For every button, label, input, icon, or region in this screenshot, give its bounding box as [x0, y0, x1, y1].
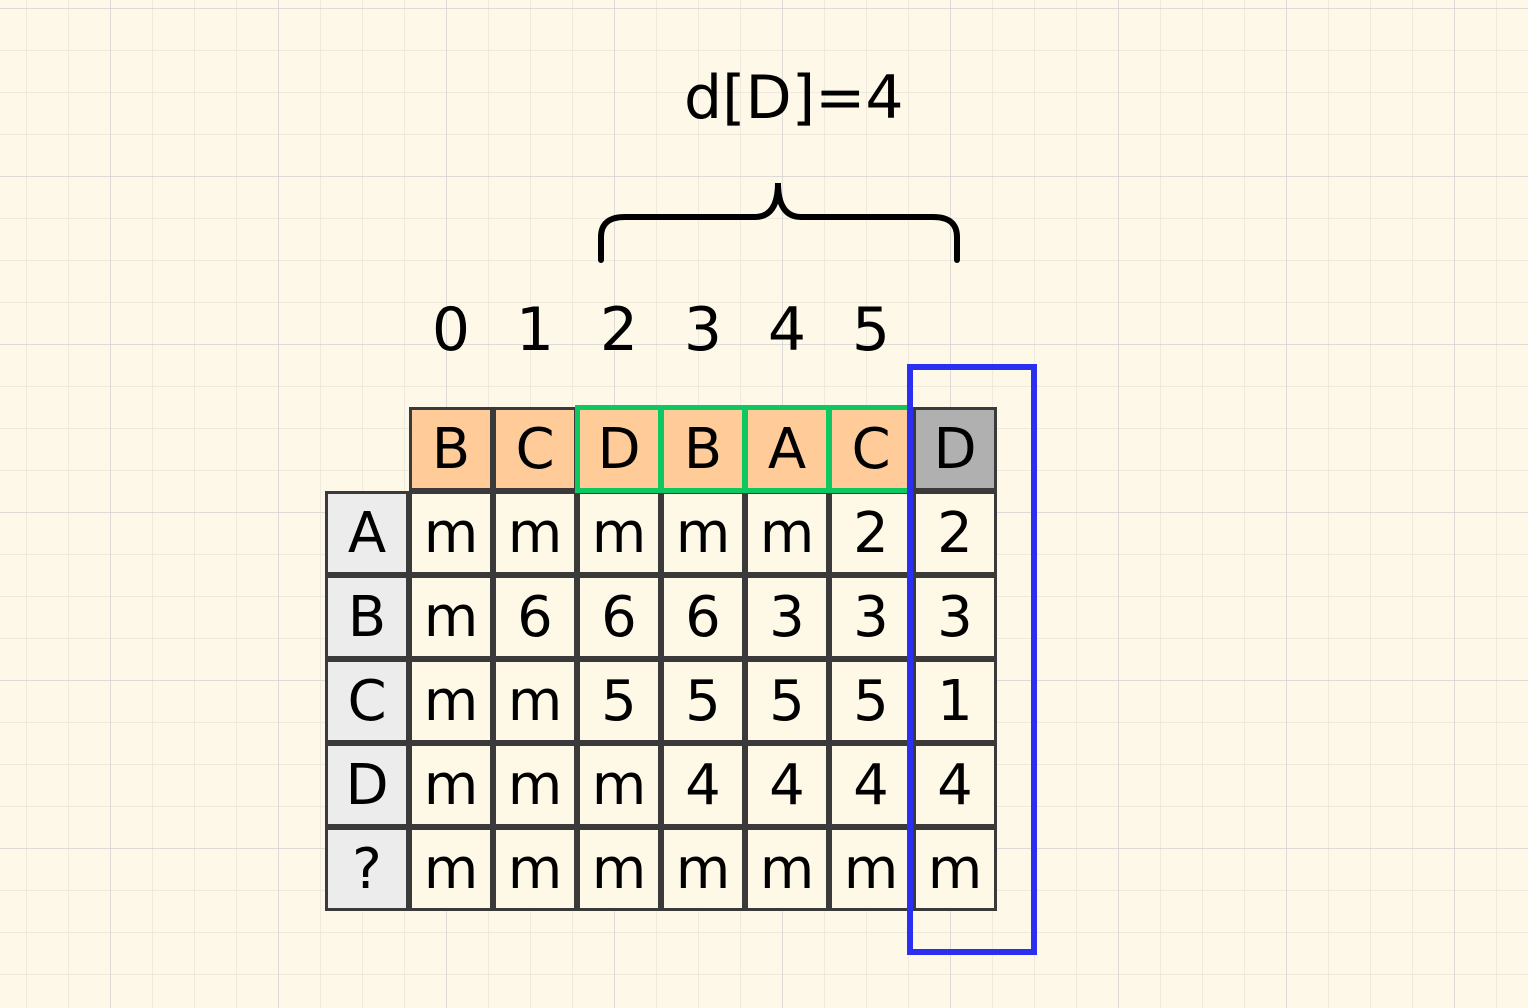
table-cell: m	[493, 659, 577, 743]
column-index: 4	[767, 295, 807, 365]
table-cell: 3	[913, 575, 997, 659]
table-cell: m	[913, 827, 997, 911]
table-cell: 5	[745, 659, 829, 743]
table-cell: m	[829, 827, 913, 911]
header-cell: B	[409, 407, 493, 491]
row-label: A	[325, 491, 409, 575]
table-cell: 6	[577, 575, 661, 659]
table-cell: m	[409, 491, 493, 575]
row-label: ?	[325, 827, 409, 911]
row-label: B	[325, 575, 409, 659]
column-index: 2	[599, 295, 639, 365]
header-cell: D	[913, 407, 997, 491]
header-cell: D	[577, 407, 661, 491]
curly-brace-icon	[598, 182, 960, 263]
table-cell: 5	[829, 659, 913, 743]
table-cell: m	[409, 575, 493, 659]
header-cell: C	[829, 407, 913, 491]
table-cell: m	[409, 827, 493, 911]
table-cell: m	[493, 743, 577, 827]
table-cell: m	[577, 491, 661, 575]
table-cell: 4	[829, 743, 913, 827]
header-cell: A	[745, 407, 829, 491]
table-cell: 1	[913, 659, 997, 743]
column-index: 5	[851, 295, 891, 365]
table-cell: 2	[829, 491, 913, 575]
table-cell: 2	[913, 491, 997, 575]
current-column-highlight	[907, 364, 1037, 955]
table-cell: 6	[661, 575, 745, 659]
distance-label: d[D]=4	[684, 63, 904, 133]
table-cell: m	[661, 827, 745, 911]
table-cell: 5	[661, 659, 745, 743]
row-label: C	[325, 659, 409, 743]
column-index: 1	[515, 295, 555, 365]
column-index: 3	[683, 295, 723, 365]
column-index: 0	[431, 295, 471, 365]
table-cell: 4	[745, 743, 829, 827]
header-cell: B	[661, 407, 745, 491]
table-cell: 6	[493, 575, 577, 659]
table-cell: 4	[913, 743, 997, 827]
table-cell: m	[577, 827, 661, 911]
table-cell: m	[745, 827, 829, 911]
header-cell: C	[493, 407, 577, 491]
table-cell: 3	[829, 575, 913, 659]
table-cell: m	[661, 491, 745, 575]
table-cell: m	[493, 827, 577, 911]
table-cell: 3	[745, 575, 829, 659]
table-cell: m	[745, 491, 829, 575]
row-label: D	[325, 743, 409, 827]
table-cell: m	[409, 659, 493, 743]
table-cell: 4	[661, 743, 745, 827]
table-cell: m	[577, 743, 661, 827]
table-cell: 5	[577, 659, 661, 743]
table-cell: m	[493, 491, 577, 575]
table-cell: m	[409, 743, 493, 827]
